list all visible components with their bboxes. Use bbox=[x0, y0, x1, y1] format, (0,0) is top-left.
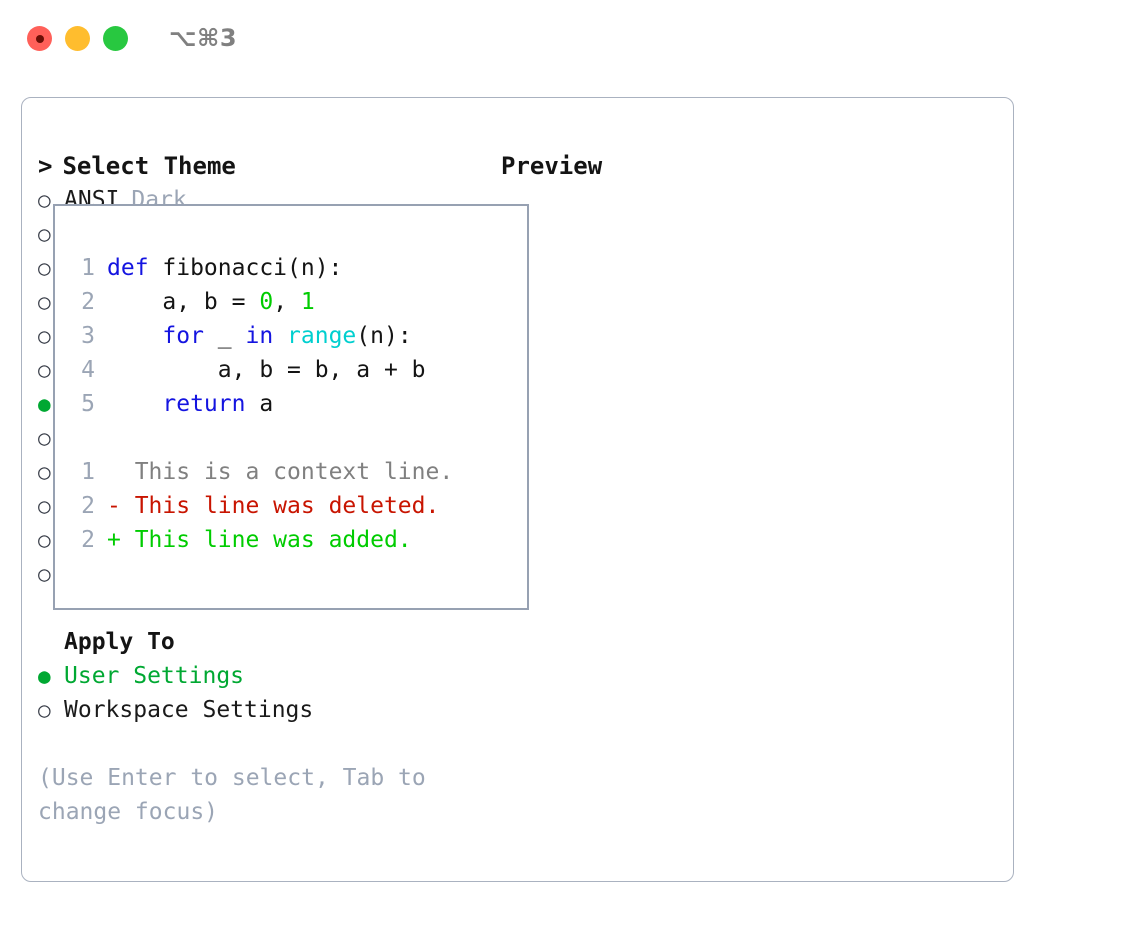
code-token: range bbox=[287, 323, 357, 349]
radio-unselected-icon[interactable]: ○ bbox=[38, 290, 51, 314]
line-number: 1 bbox=[81, 255, 95, 281]
radio-unselected-icon[interactable]: ○ bbox=[38, 188, 51, 212]
line-number: 4 bbox=[81, 357, 95, 383]
preview-heading: Preview bbox=[501, 152, 603, 180]
code-line: 4 a, b = b, a + b bbox=[69, 353, 453, 387]
keyboard-shortcut-label: ⌥⌘3 bbox=[169, 24, 238, 52]
close-button[interactable] bbox=[27, 26, 52, 51]
code-token bbox=[107, 323, 162, 349]
apply-to-item[interactable]: ● User Settings bbox=[38, 659, 478, 693]
select-theme-heading: > Select Theme bbox=[38, 149, 478, 183]
diff-line: 2 + This line was added. bbox=[69, 523, 453, 557]
code-token: a, b = b, a + b bbox=[107, 357, 426, 383]
radio-selected-icon[interactable]: ● bbox=[38, 392, 51, 416]
traffic-light-group bbox=[27, 26, 128, 51]
spacer bbox=[38, 727, 478, 761]
apply-to-heading: Apply To bbox=[64, 629, 175, 655]
window-titlebar: ⌥⌘3 bbox=[0, 0, 1140, 78]
apply-to-item[interactable]: ○ Workspace Settings bbox=[38, 693, 478, 727]
keyboard-hint-text: (Use Enter to select, Tab to change focu… bbox=[38, 765, 440, 825]
apply-to-list: ● User Settings ○ Workspace Settings bbox=[38, 659, 478, 727]
diff-line: 1 This is a context line. bbox=[69, 455, 453, 489]
diff-marker: + bbox=[107, 527, 121, 553]
minimize-button[interactable] bbox=[65, 26, 90, 51]
line-number: 3 bbox=[81, 323, 95, 349]
line-number: 2 bbox=[81, 527, 95, 553]
radio-unselected-icon[interactable]: ○ bbox=[38, 222, 51, 246]
radio-unselected-icon[interactable]: ○ bbox=[38, 494, 51, 518]
code-token: in bbox=[245, 323, 274, 349]
radio-unselected-icon[interactable]: ○ bbox=[38, 324, 51, 348]
radio-unselected-icon[interactable]: ○ bbox=[38, 698, 51, 722]
code-token: , bbox=[273, 289, 301, 315]
code-token: a, b = bbox=[107, 289, 260, 315]
caret-icon: > bbox=[38, 152, 53, 180]
code-line: 1 def fibonacci(n): bbox=[69, 251, 453, 285]
diff-text: This line was deleted. bbox=[120, 493, 440, 519]
radio-unselected-icon[interactable]: ○ bbox=[38, 426, 51, 450]
code-line: 2 a, b = 0, 1 bbox=[69, 285, 453, 319]
code-token: 1 bbox=[300, 289, 315, 315]
line-number: 2 bbox=[81, 289, 95, 315]
line-number: 1 bbox=[81, 459, 95, 485]
code-token: 0 bbox=[259, 289, 274, 315]
code-blank-line bbox=[69, 421, 453, 455]
code-token: def bbox=[107, 255, 149, 281]
diff-marker bbox=[107, 459, 121, 485]
diff-marker: - bbox=[107, 493, 121, 519]
radio-unselected-icon[interactable]: ○ bbox=[38, 562, 51, 586]
radio-unselected-icon[interactable]: ○ bbox=[38, 460, 51, 484]
code-token: (n): bbox=[356, 323, 412, 349]
code-line: 3 for _ in range(n): bbox=[69, 319, 453, 353]
diff-line: 2- This line was deleted. bbox=[69, 489, 453, 523]
line-number: 5 bbox=[81, 391, 95, 417]
code-token: fibonacci(n): bbox=[148, 255, 343, 281]
radio-unselected-icon[interactable]: ○ bbox=[38, 256, 51, 280]
code-token: a bbox=[245, 391, 274, 417]
code-token bbox=[107, 391, 162, 417]
apply-to-label: User Settings bbox=[64, 663, 245, 689]
line-number: 2 bbox=[81, 493, 95, 519]
apply-to-label: Workspace Settings bbox=[64, 697, 314, 723]
diff-text: This is a context line. bbox=[120, 459, 454, 485]
preview-column: Preview bbox=[501, 149, 991, 183]
code-line: 5 return a bbox=[69, 387, 453, 421]
diff-text: This line was added. bbox=[120, 527, 412, 553]
radio-unselected-icon[interactable]: ○ bbox=[38, 358, 51, 382]
code-token: for bbox=[162, 323, 204, 349]
select-theme-title: Select Theme bbox=[62, 152, 236, 180]
code-token bbox=[273, 323, 287, 349]
code-token: _ bbox=[203, 323, 246, 349]
radio-unselected-icon[interactable]: ○ bbox=[38, 528, 51, 552]
code-token: return bbox=[162, 391, 246, 417]
radio-selected-icon[interactable]: ● bbox=[38, 664, 51, 688]
maximize-button[interactable] bbox=[103, 26, 128, 51]
